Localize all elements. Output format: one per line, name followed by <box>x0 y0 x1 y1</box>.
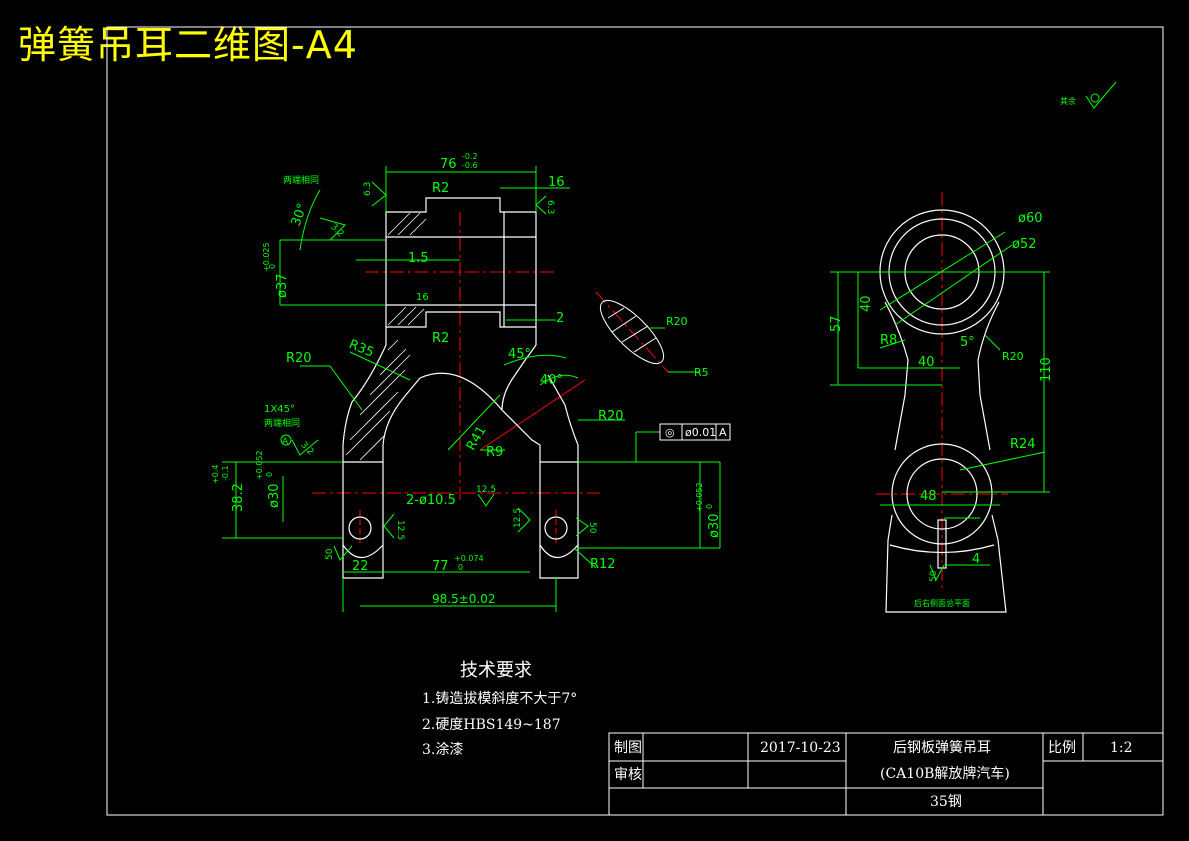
dim-bore37: ø37 <box>275 274 290 299</box>
dim-bore30-left: ø30 <box>267 484 282 509</box>
dim-angle-45: 45° <box>508 347 531 362</box>
tolerance-frame <box>659 423 731 441</box>
dim-4: 4 <box>972 552 980 567</box>
section-r5: R5 <box>694 366 709 379</box>
dim-angle-30: 30° <box>289 201 311 228</box>
dim-57: 57 <box>829 315 844 332</box>
dim-top-width-lower-tol: -0.6 <box>462 161 478 170</box>
dim-angle-40: 40° <box>540 373 563 388</box>
section-r20: R20 <box>666 315 688 328</box>
dim-angle-5: 5° <box>960 335 975 350</box>
dim-r8: R8 <box>880 333 897 348</box>
title-block-drawn-label: 制图 <box>614 740 642 756</box>
rough-6-3-top-left: 6.3 <box>363 182 373 196</box>
datum-marker <box>280 434 292 446</box>
dim-width-98: 98.5±0.02 <box>432 592 496 606</box>
dim-r20-right: R20 <box>598 409 624 424</box>
front-part-outline <box>342 197 579 579</box>
sheet-title: 弹簧吊耳二维图-A4 <box>18 23 358 67</box>
rough-50-left: 50 <box>325 548 335 560</box>
title-block-check-label: 审核 <box>614 767 642 783</box>
title-block <box>608 732 1164 816</box>
dim-width-77-tol-upper: +0.074 <box>454 554 484 563</box>
dim-r9: R9 <box>486 445 503 460</box>
dim-40-horizontal: 40 <box>918 355 935 370</box>
dim-48: 48 <box>920 489 937 504</box>
dim-right-width: 16 <box>548 175 565 190</box>
dim-r20-side: R20 <box>1002 350 1024 363</box>
dim-2: 2 <box>556 311 564 326</box>
tech-requirements-heading: 技术要求 <box>460 660 532 681</box>
side-view: ø60 ø52 57 40 R8 40 5° R20 110 R24 48 4 … <box>829 192 1054 613</box>
tech-requirement-3: 3.涂漆 <box>422 742 463 758</box>
side-roughness-symbol <box>929 564 945 582</box>
dim-bore37-tol-upper: +0.025 <box>262 242 271 272</box>
dim-height38: 38.2 <box>231 483 246 512</box>
dim-chamfer: 1X45° <box>264 404 295 415</box>
dim-r2-top: R2 <box>432 181 449 196</box>
note-both-ends-top: 两端相同 <box>283 174 319 186</box>
dim-bore30-right: ø30 <box>707 514 722 539</box>
dim-d52: ø52 <box>1012 237 1037 252</box>
tolerance-value: ø0.01 <box>685 426 716 439</box>
tolerance-datum: A <box>719 426 727 439</box>
dim-40-vertical: 40 <box>859 295 874 312</box>
tech-requirement-2: 2.硬度HBS149~187 <box>422 717 561 733</box>
rough-12-5-left: 12.5 <box>395 520 405 540</box>
dim-r24: R24 <box>1010 437 1036 452</box>
rough-6-3-top-right: 6.3 <box>545 200 555 214</box>
title-block-part-name-line1: 后钢板弹簧吊耳 <box>893 740 991 756</box>
front-view: 76 -0.2 -0.6 16 两端相同 30° R2 1.5 16 R2 2 … <box>211 152 731 612</box>
tech-requirement-1: 1.铸造拔模斜度不大于7° <box>422 691 577 707</box>
title-block-scale-label: 比例 <box>1048 740 1076 756</box>
dim-bore30-left-tol-upper: +0.052 <box>255 450 264 480</box>
dim-d60: ø60 <box>1018 211 1043 226</box>
dim-bore37-tol-lower: 0 <box>268 264 277 269</box>
side-dimension-lines <box>830 231 1050 566</box>
front-dimension-lines <box>222 166 721 612</box>
rough-50-side: 50 <box>929 570 939 582</box>
front-hatching <box>345 212 427 461</box>
title-block-material: 35钢 <box>930 794 962 810</box>
dim-bore30-left-tol-lower: 0 <box>265 472 274 477</box>
roughness-note-symbol <box>1085 81 1117 109</box>
dim-16: 16 <box>416 292 429 303</box>
rough-50-right: 50 <box>587 522 597 534</box>
datum-a-label: A <box>282 437 289 447</box>
dim-r20-left: R20 <box>286 351 312 366</box>
dim-bore30-right-tol-upper: +0.052 <box>695 482 704 512</box>
dim-width-77-tol-lower: 0 <box>458 563 463 572</box>
dim-width-77: 77 <box>432 559 449 574</box>
front-centerlines <box>312 212 669 545</box>
roughness-note-label: 其余 <box>1060 96 1076 106</box>
dim-r12: R12 <box>590 557 616 572</box>
note-both-ends-bottom: 两端相同 <box>264 417 300 429</box>
dim-1-5: 1.5 <box>408 251 429 266</box>
dim-height38-tol-lower: -0.1 <box>221 465 230 481</box>
front-removed-section <box>599 299 665 365</box>
dim-110: 110 <box>1039 357 1054 382</box>
front-roughness-symbols <box>291 181 589 561</box>
dim-top-width: 76 <box>440 157 457 172</box>
rough-12-5-center: 12.5 <box>476 485 496 495</box>
rough-12-5-right: 12.5 <box>513 508 523 528</box>
dim-r2-mid: R2 <box>432 331 449 346</box>
side-view-caption: 后右侧面总平面 <box>914 598 970 608</box>
title-block-date: 2017-10-23 <box>760 740 841 756</box>
title-block-scale-value: 1:2 <box>1110 740 1133 756</box>
dim-holes: 2-ø10.5 <box>406 493 456 508</box>
dim-width-22: 22 <box>352 559 369 574</box>
title-block-part-name-line2: (CA10B解放牌汽车) <box>880 765 1010 782</box>
dim-top-width-upper-tol: -0.2 <box>462 152 478 161</box>
tech-requirements: 技术要求 1.铸造拔模斜度不大于7° 2.硬度HBS149~187 3.涂漆 <box>422 660 577 758</box>
dim-height38-tol-upper: +0.4 <box>211 465 220 484</box>
dim-bore30-right-tol-lower: 0 <box>705 504 714 509</box>
tolerance-symbol: ◎ <box>665 426 675 439</box>
